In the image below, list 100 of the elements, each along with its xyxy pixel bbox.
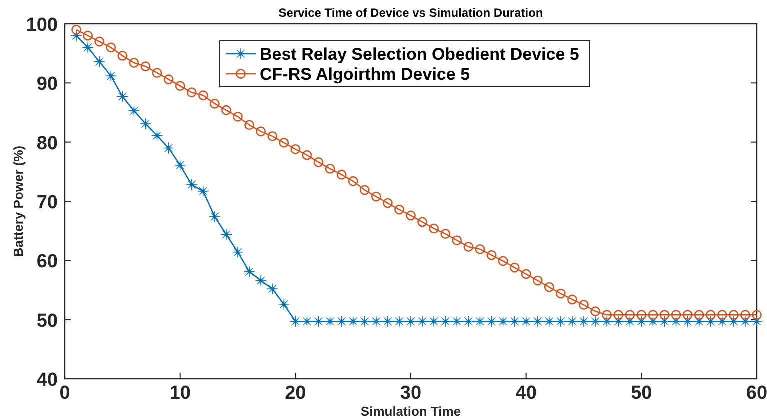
point [475,244,486,254]
point [116,91,128,102]
point [186,88,197,98]
point [232,246,244,258]
point [244,266,256,278]
tick-label: 70 [36,192,58,214]
point [83,30,94,41]
point [382,316,394,328]
axis-title: Battery Power (%) [11,146,26,258]
point [682,310,693,320]
chart-title: Service Time of Device vs Simulation Duration [278,6,544,20]
point [566,316,578,328]
point [405,316,417,328]
point [416,316,428,328]
point [186,179,198,191]
point [266,283,278,295]
point [498,316,509,328]
point [556,288,566,299]
point [302,316,313,328]
axis-title: Simulation Time [360,404,462,419]
point [163,142,174,154]
point [371,192,382,202]
point [544,282,554,292]
tick-label: 100 [26,15,58,36]
point [382,198,393,208]
point [336,316,348,328]
point [222,105,232,116]
point [255,275,267,286]
point [429,224,440,234]
point [105,70,117,82]
point [486,316,498,328]
point [244,120,254,130]
point [728,310,739,320]
point [671,310,682,320]
point [82,42,94,54]
point [210,98,220,109]
point [198,90,208,101]
point [394,316,406,328]
point [486,250,497,260]
point [220,228,232,240]
point [614,310,624,320]
point [279,138,290,148]
tick-label: 50 [631,383,652,404]
point [440,229,451,239]
legend-label: CF-RS Algoirthm Device 5 [260,65,470,84]
point [452,236,462,246]
point [498,256,508,266]
point [118,51,128,61]
point [428,316,440,328]
point [590,316,602,328]
point [314,158,324,168]
point [474,316,486,328]
point [325,164,336,174]
point [578,316,590,328]
point [152,68,162,78]
point [555,316,567,328]
tick-label: 90 [36,74,58,96]
tick-label: 20 [285,383,306,404]
point [233,112,243,122]
point [94,56,106,68]
point [106,42,116,53]
tick-label: 60 [746,383,767,404]
tick-label: 10 [170,383,191,404]
point [660,310,670,320]
point [348,176,358,186]
point [164,74,174,85]
point [394,204,404,215]
tick-label: 60 [36,252,58,273]
tick-label: 40 [516,383,537,404]
point [336,170,347,180]
point [174,160,186,172]
point [94,36,105,47]
tick-label: 40 [36,370,58,391]
point [129,58,140,68]
point [510,262,520,273]
point [740,310,750,320]
point [302,150,312,160]
point [324,316,336,328]
point [290,316,302,328]
point [706,310,716,320]
point [198,186,210,198]
point [128,105,140,117]
point [152,130,163,142]
point [290,144,301,154]
point [313,316,324,328]
point [360,185,370,196]
point [175,81,186,92]
point [256,126,266,137]
tick-label: 50 [36,310,58,332]
point [568,294,578,305]
point [590,306,600,316]
point [72,24,82,35]
point [694,310,704,320]
point [521,269,532,280]
legend-label: Best Relay Selection Obedient Device 5 [260,45,580,64]
tick-label: 30 [400,383,422,404]
point [406,210,416,221]
point [509,316,520,328]
tick-label: 0 [60,383,70,404]
point [579,300,589,310]
